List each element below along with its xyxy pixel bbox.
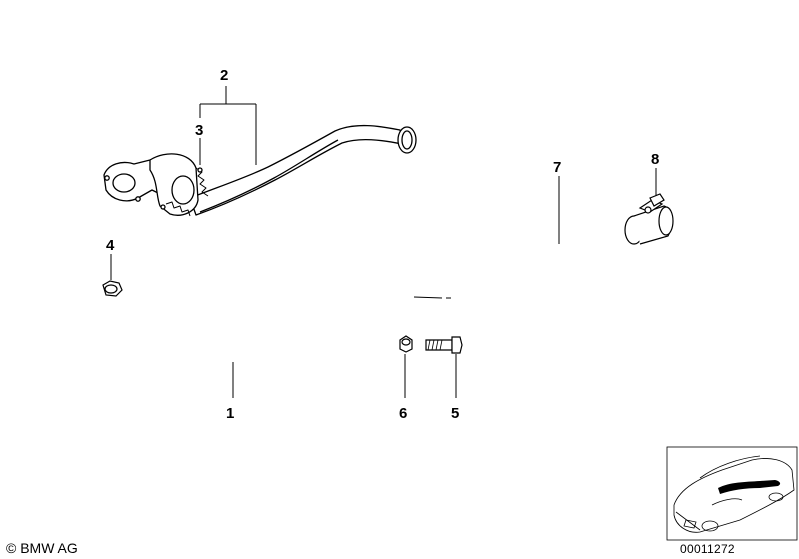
exhaust-highlight <box>718 480 781 494</box>
callout-5: 5 <box>451 405 459 422</box>
nut-part-4 <box>102 280 123 297</box>
car-locator-thumbnail <box>666 446 798 541</box>
image-number: 00011272 <box>680 542 735 556</box>
exhaust-pipe-drawing <box>103 124 417 217</box>
clamp-part-8 <box>624 193 674 245</box>
callout-7: 7 <box>553 159 561 176</box>
callout-6: 6 <box>399 405 407 422</box>
callout-8: 8 <box>651 151 659 168</box>
callout-4: 4 <box>106 237 115 254</box>
callout-3: 3 <box>195 122 203 139</box>
bolt-part-5 <box>425 336 463 354</box>
nut-part-6 <box>399 335 413 353</box>
callout-1: 1 <box>226 405 234 422</box>
copyright-notice: © BMW AG <box>6 540 78 556</box>
callout-2: 2 <box>220 67 228 84</box>
callout-numbers: 2 3 4 1 6 5 7 8 <box>106 67 659 422</box>
leader-lines <box>110 86 657 398</box>
